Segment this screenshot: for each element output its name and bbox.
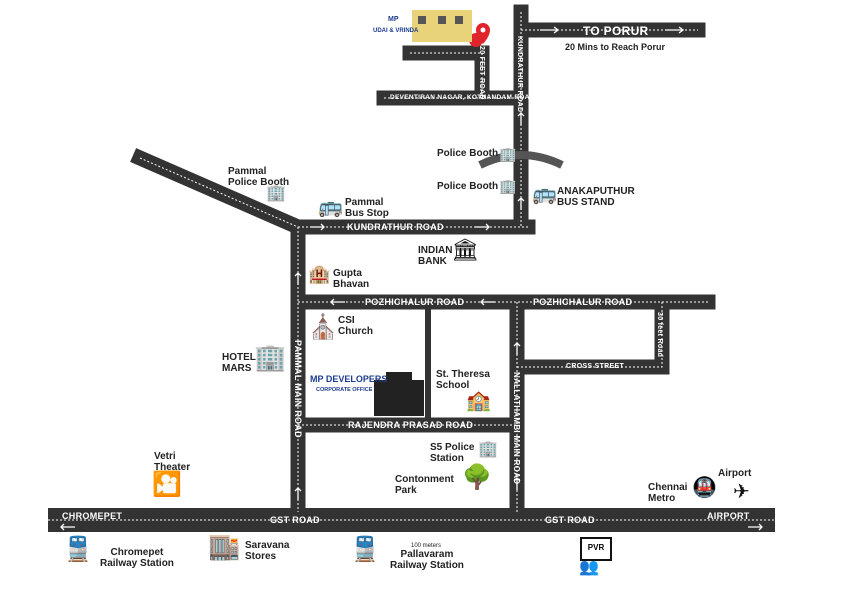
bus-icon: 🚌 (532, 183, 557, 205)
landmark-saravana-stores: Saravana Stores (245, 540, 290, 562)
road-label-gst-2: GST ROAD (545, 515, 595, 525)
road-label-kundrathur-vertical: KUNDRATHUR ROAD (516, 36, 523, 113)
road-label-kundrathur: KUNDRATHUR ROAD (347, 222, 444, 232)
road-label-to-porur: TO PORUR (583, 24, 649, 38)
police-station-icon: 🏢 (478, 441, 498, 458)
landmark-gupta-bhavan: Gupta Bhavan (333, 268, 370, 290)
corporate-office-building-icon (374, 372, 424, 416)
road-label-deventiran: DEVENTIRAN NAGAR, KOTHANDAM ROAD (390, 94, 535, 101)
bus-icon: 🚌 (318, 196, 343, 218)
mp-developers-logo: MP DEVELOPERS (310, 374, 388, 384)
landmark-indian-bank: INDIAN BANK (418, 245, 453, 267)
landmark-vetri-theater: Vetri Theater (154, 451, 191, 473)
landmark-st-theresa: St. Theresa School (436, 369, 490, 391)
landmark-chromepet-station: Chromepet Railway Station (100, 547, 174, 569)
road-label-gst-1: GST ROAD (270, 515, 320, 525)
police-booth-icon: 🏢 (266, 185, 286, 202)
project-brand-logo: MP (388, 16, 399, 23)
pvr-label: PVR (587, 543, 605, 552)
park-icon: 🌳 (462, 464, 492, 491)
landmark-contonment-park: Contonment Park (395, 474, 454, 496)
theater-icon: 🎦 (152, 471, 182, 498)
road-label-pozhichalur-2: POZHICHALUR ROAD (533, 297, 633, 307)
police-booth-icon: 🏢 (499, 146, 517, 162)
location-pin-icon (469, 23, 490, 47)
landmark-pallavaram-station: Pallavaram Railway Station (390, 549, 464, 571)
school-icon: 🏫 (466, 390, 491, 412)
landmark-pammal-police: Pammal Police Booth (228, 166, 290, 188)
road-label-chromepet: CHROMEPET (62, 511, 123, 521)
landmark-airport: Airport (718, 468, 752, 479)
bank-icon: 🏛 (451, 237, 479, 262)
project-building-icon (412, 10, 472, 42)
road-label-pozhichalur-1: POZHICHALUR ROAD (365, 297, 465, 307)
building-icon: 🏨 (308, 264, 331, 284)
road-label-airport: AIRPORT (707, 511, 750, 521)
landmark-pammal-bus: Pammal Bus Stop (345, 197, 389, 219)
road-label-nallathambi: NALLATHAMBI MAIN ROAD (512, 372, 521, 485)
road-label-cross-street: CROSS STREET (566, 363, 625, 370)
train-icon: 🚆 (63, 536, 93, 563)
direction-arrows (60, 26, 763, 531)
metro-icon: 🚇 (692, 477, 717, 499)
road-label-30-feet: 30 feet Road (656, 312, 663, 358)
porur-note: 20 Mins to Reach Porur (565, 42, 666, 52)
landmark-anakaputhur: ANAKAPUTHUR BUS STAND (557, 186, 635, 208)
road-label-pammal-main: PAMMAL MAIN ROAD (293, 340, 303, 438)
project-name: UDAI & VRINDA (373, 28, 419, 34)
audience-icon: 👥 (579, 559, 599, 576)
airport-icon: ✈ (733, 481, 750, 503)
train-icon: 🚆 (350, 536, 380, 563)
landmark-police-booth-2: Police Booth (437, 181, 499, 192)
landmark-hotel-mars: HOTEL MARS (222, 352, 256, 374)
road-cross-street (509, 294, 670, 375)
road-label-rajendra: RAJENDRA PRASAD ROAD (348, 420, 474, 430)
hotel-icon: 🏢 (254, 342, 287, 372)
pallavaram-distance: 100 meters (411, 543, 442, 549)
mp-developers-subtitle: CORPORATE OFFICE (316, 387, 373, 393)
flyover (478, 151, 564, 169)
pvr-cinema-icon: PVR (580, 537, 612, 561)
shopping-store-icon: 🏬 (208, 531, 241, 561)
landmark-chennai-metro: Chennai Metro (648, 482, 688, 504)
road-label-20-feet: 20 FEET ROAD (478, 46, 485, 100)
landmark-csi-church: CSI Church (338, 315, 373, 337)
landmark-police-booth-1: Police Booth (437, 148, 499, 159)
landmark-s5-police: S5 Police Station (430, 442, 475, 464)
church-icon: ⛪ (308, 314, 338, 341)
police-booth-icon: 🏢 (499, 178, 517, 194)
